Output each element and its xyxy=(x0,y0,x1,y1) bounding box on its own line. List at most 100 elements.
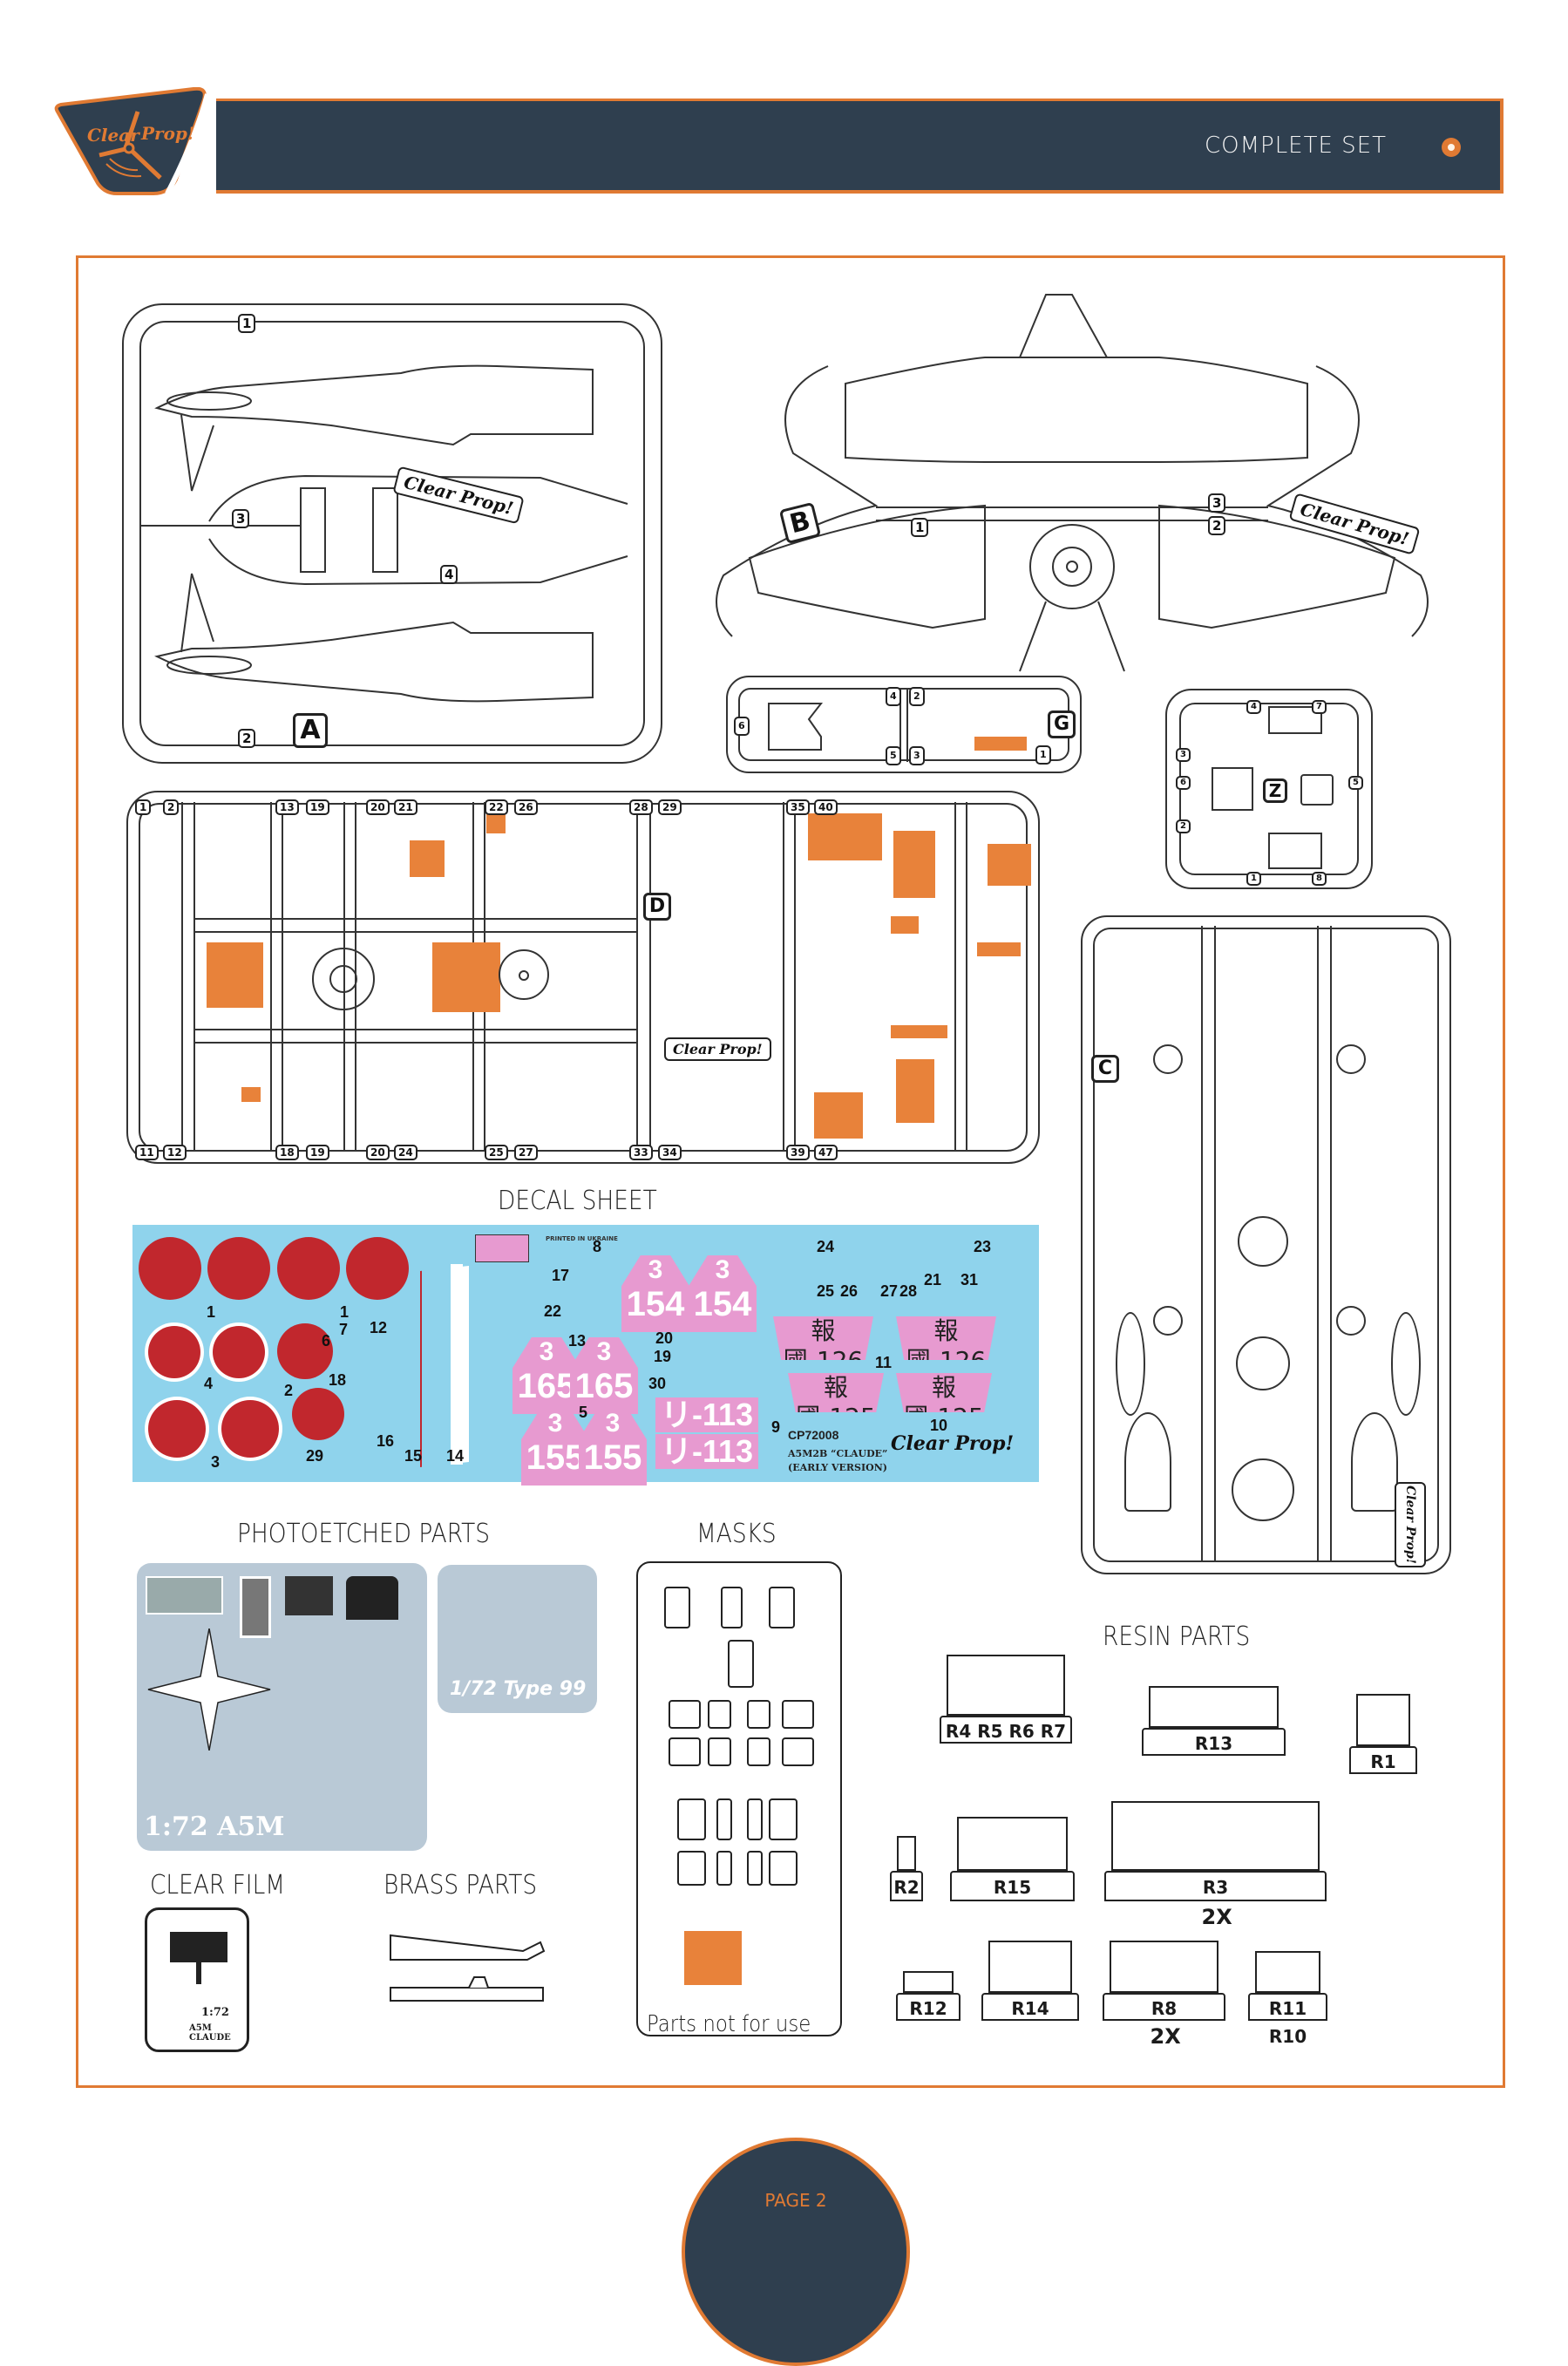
resin-part-label: R3 xyxy=(1104,1871,1327,1901)
sprue-letter-c: C xyxy=(1091,1055,1119,1083)
flap-part xyxy=(372,487,398,573)
part-number-tag: 28 xyxy=(629,799,653,815)
not-for-use-highlight xyxy=(207,942,263,1008)
page-footer: PAGE 2 xyxy=(682,2138,910,2366)
resin-part-body xyxy=(897,1836,916,1871)
part-number-tag: 20 xyxy=(366,1145,390,1160)
mask-cutout xyxy=(716,1851,732,1886)
seat-back-pe xyxy=(346,1576,398,1620)
part-number-tag: 2 xyxy=(1208,516,1226,535)
resin-part-label: R2 xyxy=(890,1871,923,1901)
not-for-use-highlight xyxy=(988,844,1031,886)
brand-tag: Clear Prop! xyxy=(664,1037,771,1061)
cockpit-floor-part xyxy=(768,703,824,751)
decal-number: 30 xyxy=(648,1375,667,1392)
mask-cutout xyxy=(747,1798,763,1840)
hinomaru-roundel xyxy=(277,1237,340,1300)
part-number-tag: 4 xyxy=(440,565,458,584)
resin-part-body xyxy=(903,1971,954,1993)
resin-part-label: R14 xyxy=(981,1993,1079,2021)
quantity-multiplier: 2X xyxy=(1201,1905,1232,1929)
part-number-tag: 2 xyxy=(1176,819,1191,833)
part-number-tag: 18 xyxy=(275,1145,299,1160)
mask-cutout xyxy=(769,1851,798,1886)
resin-part-label: R15 xyxy=(950,1871,1075,1901)
quantity-multiplier: 2X xyxy=(1150,2024,1181,2049)
not-for-use-swatch xyxy=(684,1931,742,1985)
clear-prop-logo: Clear Prop! xyxy=(54,87,210,195)
part-number-tag: 2 xyxy=(238,729,256,748)
part-number-tag: 3 xyxy=(909,746,925,765)
hinomaru-roundel xyxy=(139,1237,201,1300)
propeller-blade xyxy=(123,111,140,149)
section-title-decal-sheet: DECAL SHEET xyxy=(498,1186,657,1216)
fuselage-band-decal xyxy=(451,1264,463,1465)
part-number-tag: 6 xyxy=(734,717,750,736)
spinner-disc xyxy=(1238,1216,1288,1267)
sprue-letter-g: G xyxy=(1048,710,1076,738)
spinner-disc xyxy=(499,949,549,1000)
mask-cutout xyxy=(677,1851,706,1886)
decal-number: 4 xyxy=(204,1375,214,1392)
decal-number: 18 xyxy=(329,1371,347,1389)
drop-tank-part xyxy=(1116,1312,1145,1416)
not-for-use-highlight xyxy=(486,814,506,833)
decal-number: 22 xyxy=(544,1302,562,1320)
decal-number: 12 xyxy=(370,1319,388,1336)
mask-cutout xyxy=(782,1737,814,1766)
header-bar: COMPLETE SET xyxy=(216,99,1504,194)
canopy-frame-part xyxy=(1268,706,1322,734)
decal-number: 28 xyxy=(899,1282,918,1300)
wheel-spat-part xyxy=(1351,1412,1398,1512)
wheel-spat-part xyxy=(1124,1412,1171,1512)
part-number-tag: 13 xyxy=(275,799,299,815)
part-number-tag: 35 xyxy=(786,799,810,815)
resin-part-label: R11 R10 xyxy=(1248,1993,1327,2047)
mask-cutout xyxy=(708,1737,731,1766)
brand-tag: Clear Prop! xyxy=(1395,1482,1426,1567)
part-number-tag: 47 xyxy=(814,1145,838,1160)
part-number-tag: 1 xyxy=(1246,872,1261,886)
resin-part-body xyxy=(1110,1941,1218,1993)
resin-part-body xyxy=(1356,1694,1410,1746)
mask-cutout xyxy=(721,1587,743,1628)
inner-runner xyxy=(208,474,628,586)
part-number-tag: 1 xyxy=(911,518,929,537)
section-title-masks: MASKS xyxy=(696,1519,777,1549)
part-number-tag: 5 xyxy=(886,746,901,765)
not-for-use-highlight xyxy=(432,942,500,1012)
sprue-c xyxy=(1081,915,1451,1574)
decal-number: 20 xyxy=(655,1329,674,1347)
decal-number: 16 xyxy=(377,1432,395,1450)
hinomaru-roundel xyxy=(213,1326,265,1378)
part-number-tag: 19 xyxy=(306,1145,329,1160)
part-number-tag: 33 xyxy=(629,1145,653,1160)
decal-number: 15 xyxy=(404,1447,423,1465)
hokoku-126-decal: 報國-126第三住友号 xyxy=(773,1316,873,1360)
fuselage-half-right xyxy=(154,621,594,703)
resin-part-body xyxy=(957,1817,1068,1871)
not-for-use-label: Parts not for use xyxy=(647,2011,811,2037)
resin-part-body xyxy=(988,1941,1072,1993)
wheel-part xyxy=(1336,1044,1366,1074)
wheel-part xyxy=(1336,1306,1366,1336)
not-for-use-highlight xyxy=(808,813,882,860)
printer-note: PRINTED IN UKRAINE xyxy=(546,1235,618,1242)
instrument-panel-decal xyxy=(475,1234,529,1262)
seatbelt-star-pe xyxy=(147,1628,271,1751)
brand-logo-decal: Clear Prop! xyxy=(891,1432,1015,1455)
cowling-ring-part xyxy=(1232,1458,1294,1521)
mask-cutout xyxy=(669,1700,701,1729)
clear-film-sheet: 1:72 A5M CLAUDE xyxy=(145,1907,249,2052)
decal-number: 27 xyxy=(880,1282,899,1300)
mask-cutout xyxy=(747,1737,770,1766)
resin-part-label: R4 R5 R6 R7 xyxy=(940,1716,1072,1744)
tail-section xyxy=(1018,294,1109,358)
decal-number: 7 xyxy=(339,1321,349,1338)
sprue-a-runner xyxy=(139,321,645,746)
